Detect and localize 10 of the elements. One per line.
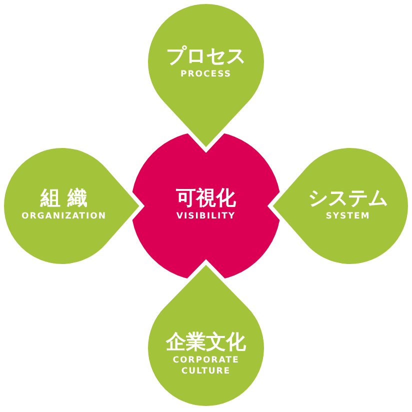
heading: プロセス	[166, 43, 246, 68]
subheading: SYSTEM	[324, 211, 372, 223]
heading: 可視化	[176, 185, 236, 210]
heading: システム	[308, 185, 388, 210]
subheading: PROCESS	[180, 69, 232, 81]
heading: 組 織	[39, 185, 88, 210]
subheading: VISIBILITY	[176, 211, 236, 223]
subheading: ORGANIZATION	[22, 211, 106, 223]
heading: 企業文化	[164, 330, 247, 354]
subheading: CORPORATE CULTURE	[172, 356, 240, 378]
